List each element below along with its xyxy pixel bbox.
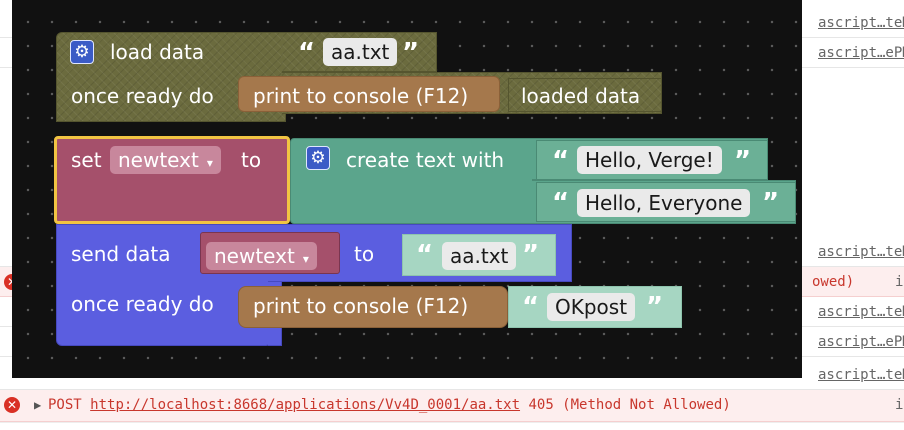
console-source-link[interactable]: ascript…teM (818, 15, 904, 31)
error-url-link[interactable]: http://localhost:8668/applications/Vv4D_… (90, 397, 521, 413)
variable-dropdown[interactable]: newtext ▾ (206, 242, 317, 270)
print-console-block[interactable] (238, 286, 508, 328)
filename-field[interactable]: aa.txt (442, 242, 517, 270)
dropdown-arrow-icon: ▾ (302, 252, 309, 266)
dropdown-arrow-icon: ▾ (206, 156, 213, 170)
to-label: to (241, 148, 262, 172)
gear-icon[interactable]: ⚙ (70, 40, 94, 64)
filename-field[interactable]: aa.txt (323, 38, 398, 66)
variable-dropdown[interactable]: newtext ▾ (110, 146, 221, 174)
error-method: POST (48, 397, 82, 413)
once-ready-label: once ready do (71, 292, 214, 316)
error-message: POST http://localhost:8668/applications/… (48, 390, 731, 420)
console-source-link[interactable]: ascript…ePM (818, 45, 904, 61)
console-error-row: ✕ ▶ POST http://localhost:8668/applicati… (0, 390, 904, 422)
message-field[interactable]: OKpost (547, 293, 636, 321)
quote-open-icon: “ (552, 146, 570, 176)
print-console-block[interactable] (238, 76, 500, 112)
error-tail: owed) (812, 274, 855, 290)
quote-close-icon: ” (522, 240, 540, 270)
console-row-partial (0, 422, 904, 430)
console-source-link[interactable]: ascript…teM (818, 367, 904, 383)
blockly-workspace[interactable]: ⚙ load data once ready do “ aa.txt ” pri… (12, 0, 802, 378)
console-source-link[interactable]: ascript…ePM (818, 334, 904, 350)
error-status: 405 (Method Not Allowed) (528, 397, 731, 413)
create-text-block[interactable] (290, 138, 540, 224)
once-ready-label: once ready do (71, 84, 214, 108)
text-item-field[interactable]: Hello, Everyone (577, 189, 751, 217)
error-suffix: i (895, 397, 904, 413)
print-console-label: print to console (F12) (253, 84, 469, 108)
to-label: to (354, 242, 375, 266)
print-console-label: print to console (F12) (253, 294, 469, 318)
quote-open-icon: “ (522, 292, 540, 322)
console-source-link[interactable]: ascript…teM (818, 304, 904, 320)
error-suffix: i (895, 274, 904, 290)
quote-open-icon: “ (298, 38, 316, 68)
quote-close-icon: ” (734, 146, 752, 176)
quote-open-icon: “ (552, 188, 570, 218)
console-row: ascript…teM (0, 360, 904, 390)
loaded-data-label: loaded data (521, 84, 641, 108)
create-text-label: create text with (346, 148, 505, 172)
console-source-link[interactable]: ascript…teM (818, 244, 904, 260)
set-label: set (71, 148, 102, 172)
quote-close-icon: ” (646, 292, 664, 322)
error-icon: ✕ (4, 397, 20, 413)
load-data-block-lower (56, 112, 286, 122)
variable-name: newtext (118, 148, 199, 172)
quote-open-icon: “ (416, 240, 434, 270)
text-item-field[interactable]: Hello, Verge! (577, 146, 722, 174)
loaded-data-block[interactable] (508, 78, 662, 112)
variable-name: newtext (214, 244, 295, 268)
expand-triangle-icon[interactable]: ▶ (34, 398, 42, 412)
load-data-label: load data (110, 40, 205, 64)
quote-close-icon: ” (402, 38, 420, 68)
gear-icon[interactable]: ⚙ (306, 146, 330, 170)
send-data-label: send data (71, 242, 171, 266)
quote-close-icon: ” (762, 188, 780, 218)
